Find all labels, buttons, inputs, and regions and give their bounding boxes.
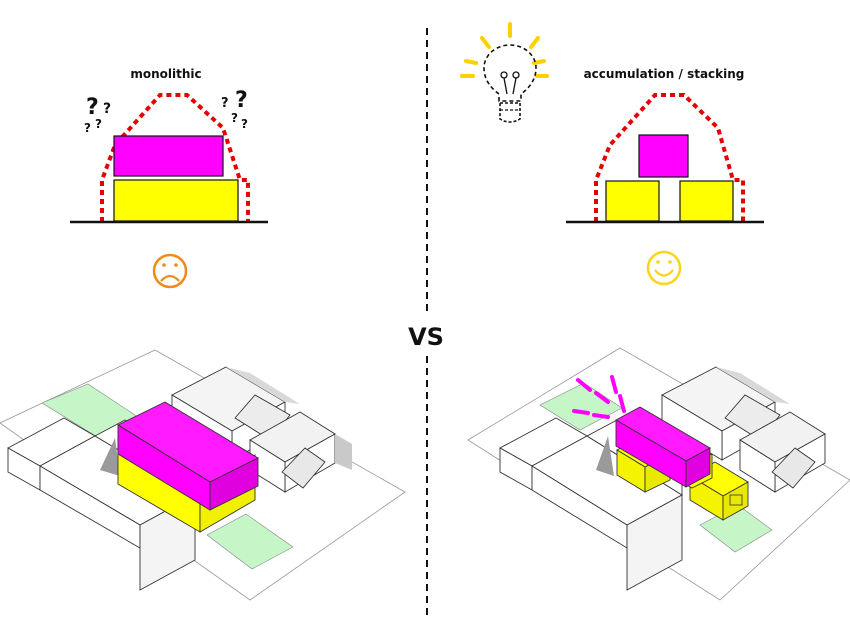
magenta-block [638,134,689,178]
stacking-section-diagram: accumulation / stacking [460,22,764,224]
monolithic-axonometric-model [0,349,406,601]
magenta-monolith-volume [117,401,259,511]
white-massing-block [499,417,683,591]
stacking-label: accumulation / stacking [584,67,745,81]
dashed-envelope [594,93,745,222]
svg-text:?: ? [241,117,248,131]
sad-face-icon [152,253,188,289]
monolithic-section-diagram: monolithic ? ? ? ? ? ? ? ? [70,67,268,224]
light-bulb-icon [460,22,549,123]
shadow [596,436,614,476]
stacking-axonometric-model [467,347,850,601]
svg-text:?: ? [235,88,248,113]
monolithic-label: monolithic [130,67,201,81]
svg-text:?: ? [221,96,229,111]
question-marks-icon: ? ? ? ? ? ? ? ? [84,88,248,135]
shadow [100,438,120,476]
yellow-block [113,179,239,222]
yellow-block-right [679,180,734,222]
magenta-block [113,135,224,177]
svg-text:?: ? [84,121,91,135]
green-space [206,513,294,570]
yellow-block-left [605,180,660,222]
svg-text:?: ? [86,95,99,120]
svg-text:?: ? [231,111,238,125]
magenta-stacked-volume [615,406,711,488]
emphasis-strokes [572,375,626,419]
neighbour-houses [661,366,826,493]
smiley-face-icon [646,250,682,286]
svg-text:?: ? [95,117,102,131]
dashed-envelope [100,93,250,222]
svg-text:?: ? [103,101,111,117]
center-divider: VS [408,28,444,615]
vs-label: VS [408,323,444,351]
